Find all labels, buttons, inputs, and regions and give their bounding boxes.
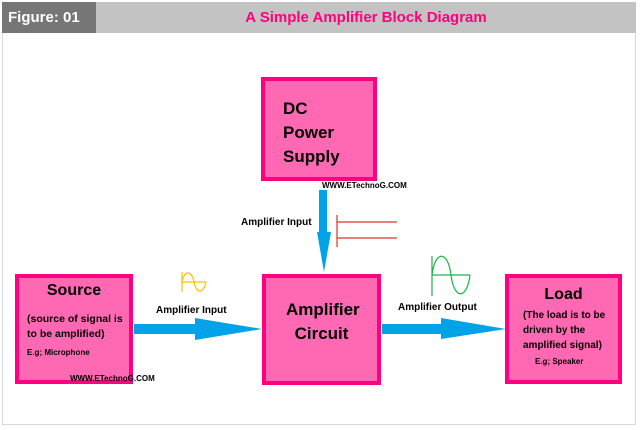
diagram-title: A Simple Amplifier Block Diagram: [245, 9, 487, 26]
output-label: Amplifier Output: [398, 302, 477, 313]
watermark-bottom: WWW.ETechnoG.COM: [70, 374, 155, 383]
source-description: (source of signal is to be amplified): [27, 313, 123, 340]
amplifier-to-load-arrow: [382, 318, 506, 339]
figure-label: Figure: 01: [2, 2, 96, 33]
load-example: E.g; Speaker: [535, 357, 584, 366]
source-block: Source (source of signal is to be amplif…: [15, 274, 133, 384]
header-bar: [2, 2, 636, 33]
input-sine-wave-icon: [181, 272, 207, 292]
source-title: Source: [46, 282, 102, 299]
dc-power-supply-block: DC Power Supply: [261, 77, 377, 181]
source-example: E.g; Microphone: [27, 348, 90, 357]
dc-signal-icon: [336, 215, 397, 247]
source-to-amplifier-arrow: [134, 318, 262, 340]
dc-input-label: Amplifier Input: [241, 217, 312, 228]
load-description: (The load is to be driven by the amplifi…: [523, 310, 606, 351]
watermark-top: WWW.ETechnoG.COM: [322, 181, 407, 190]
dc-to-amplifier-arrow: [317, 190, 331, 272]
load-block: Load (The load is to be driven by the am…: [505, 274, 622, 384]
output-sine-wave-icon: [431, 255, 471, 296]
source-input-label: Amplifier Input: [156, 305, 227, 316]
load-title: Load: [544, 286, 583, 303]
amplifier-circuit-title: Amplifier Circuit: [286, 300, 360, 343]
amplifier-circuit-block: Amplifier Circuit: [262, 274, 381, 385]
dc-power-supply-title: DC Power Supply: [283, 99, 340, 166]
